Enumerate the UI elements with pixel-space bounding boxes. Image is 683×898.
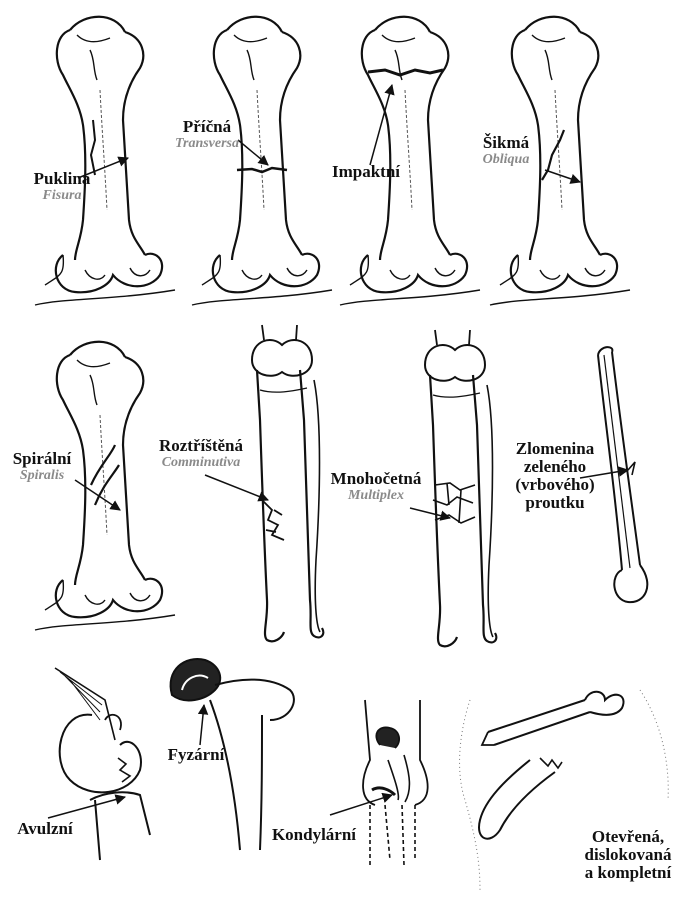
puklina-bone-drawing (35, 17, 175, 305)
spiralni-arrow (75, 480, 120, 510)
label-fyzarni: Fyzární (160, 746, 232, 764)
spiralni-bone-drawing (35, 342, 175, 630)
mnohocetna-arrow (410, 508, 450, 518)
label-line: Otevřená, (576, 828, 680, 846)
label-czech: Šikmá (483, 133, 529, 152)
label-latin: Transversa (162, 136, 252, 152)
label-mnohocetna: Mnohočetná Multiplex (326, 470, 426, 504)
impaktni-bone-drawing (340, 17, 480, 305)
zlomenina-zeleneho-proutku-bone-drawing (598, 347, 647, 602)
label-avulzni: Avulzní (10, 820, 80, 838)
label-czech: Roztříštěná (159, 436, 243, 455)
label-line: zeleného (510, 458, 600, 476)
sikma-arrow (545, 170, 580, 182)
label-line: dislokovaná (576, 846, 680, 864)
label-latin: Obliqua (474, 152, 538, 168)
label-czech: Avulzní (17, 819, 72, 838)
label-czech: Kondylární (272, 825, 356, 844)
label-roztristena: Roztříštěná Comminutiva (148, 437, 254, 471)
label-czech: Impaktní (332, 162, 400, 181)
roztristena-arrow (205, 475, 268, 500)
label-line: Zlomenina (510, 440, 600, 458)
label-otevrena-dislokovana-kompletni: Otevřená, dislokovaná a kompletní (576, 828, 680, 882)
fyzarni-arrow (200, 705, 204, 745)
label-line: a kompletní (576, 864, 680, 882)
label-latin: Comminutiva (148, 455, 254, 471)
avulzni-arrow (48, 797, 125, 818)
label-zlomenina-zeleneho-proutku: Zlomenina zeleného (vrbového) proutku (510, 440, 600, 512)
label-impaktni: Impaktní (326, 163, 406, 181)
label-line: (vrbového) (510, 476, 600, 494)
label-spiralni: Spirální Spiralis (6, 450, 78, 484)
label-czech: Spirální (13, 449, 72, 468)
label-sikma: Šikmá Obliqua (474, 134, 538, 168)
label-kondylarni: Kondylární (264, 826, 364, 844)
kondylarni-bone-drawing (363, 700, 428, 865)
label-czech: Mnohočetná (331, 469, 422, 488)
label-line: proutku (510, 494, 600, 512)
label-czech: Puklina (34, 169, 91, 188)
label-czech: Příčná (183, 117, 231, 136)
label-puklina: Puklina Fisura (26, 170, 98, 204)
label-latin: Multiplex (326, 488, 426, 504)
kondylarni-arrow (330, 795, 392, 815)
label-latin: Spiralis (6, 468, 78, 484)
label-latin: Fisura (26, 188, 98, 204)
mnohocetna-bone-drawing (425, 330, 496, 646)
label-pricna: Příčná Transversa (162, 118, 252, 152)
label-czech: Fyzární (168, 745, 225, 764)
roztristena-bone-drawing (252, 325, 323, 641)
